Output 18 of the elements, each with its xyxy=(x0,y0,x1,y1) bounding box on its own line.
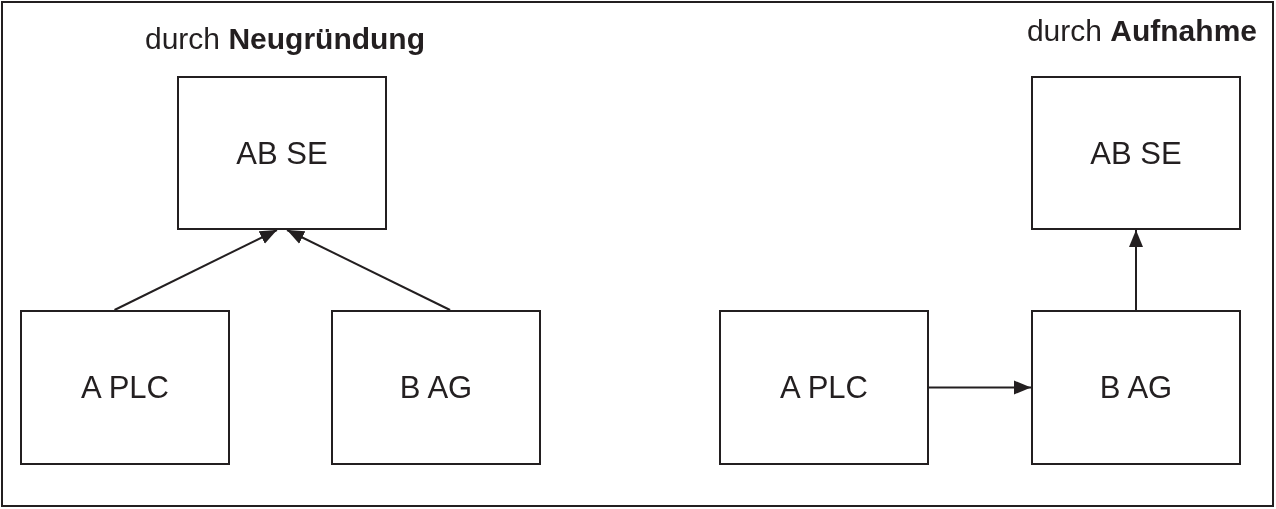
section-heading: durch Neugründung xyxy=(145,24,425,54)
entity-name: B AG xyxy=(1099,372,1173,403)
entity-box xyxy=(1031,76,1241,230)
arrow xyxy=(286,229,452,311)
entity-box xyxy=(20,310,230,465)
arrow xyxy=(113,229,278,311)
entity-box xyxy=(719,310,929,465)
section-heading: durch Aufnahme xyxy=(1026,16,1257,46)
entity-name: AB SE xyxy=(236,137,328,169)
arrow xyxy=(1129,229,1143,311)
entity-name: A PLC xyxy=(81,372,169,403)
entity-box xyxy=(1031,310,1241,465)
entity-name: A PLC xyxy=(780,372,868,403)
entity-box xyxy=(331,310,541,465)
entity-box xyxy=(177,76,387,230)
entity-name: B AG xyxy=(399,372,473,403)
entity-name: AB SE xyxy=(1090,137,1182,169)
arrow xyxy=(928,380,1032,395)
